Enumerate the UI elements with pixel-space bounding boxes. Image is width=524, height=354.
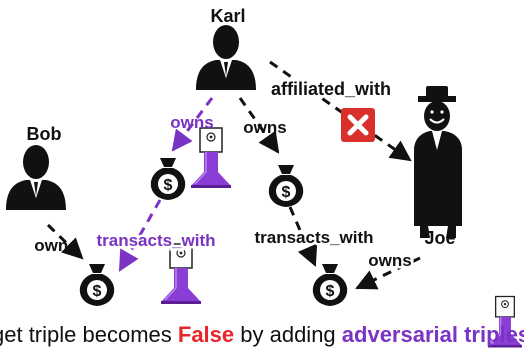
money-bag-icon: [150, 158, 186, 200]
red-x-icon: [341, 108, 375, 142]
caption-text-2: by adding: [234, 322, 342, 347]
karl-label: Karl: [210, 6, 245, 26]
edge-label-karl-owns-left: owns: [170, 113, 213, 132]
bob-label: Bob: [27, 124, 62, 144]
poison-flask-icon: [160, 243, 202, 305]
caption-false-word: False: [177, 322, 235, 347]
edge-joe-owns-bag4: [355, 256, 421, 290]
edge-label-transacts-left: transacts_with: [96, 231, 215, 250]
caption-adversarial: adversarial triples: [341, 322, 524, 347]
bob-person-icon: [6, 145, 66, 210]
caption: get triple becomes False by adding adver…: [0, 322, 524, 352]
edge-bob-owns-bag3: [46, 223, 84, 260]
edge-karl-affiliated-joe: [269, 60, 412, 162]
poison-flask-icon: [190, 127, 232, 189]
edge-label-joe-owns: owns: [368, 251, 411, 270]
karl-person-icon: [196, 25, 256, 90]
spy-silhouette-icon: [414, 86, 462, 238]
money-bag-icon: [79, 264, 115, 306]
caption-text-1: get triple becomes: [0, 322, 178, 347]
edge-label-karl-owns-right: owns: [243, 118, 286, 137]
joe-label: Joe: [424, 228, 455, 248]
money-bag-icon: [268, 165, 304, 207]
edge-bag2-transacts-bag4: [288, 206, 318, 267]
edge-label-bob-owns: owns: [34, 236, 77, 255]
edge-karl-owns-bag1: [171, 97, 214, 152]
edge-karl-owns-bag2: [238, 97, 280, 154]
money-bag-icon: [312, 264, 348, 306]
edge-label-transacts-right: transacts_with: [254, 228, 373, 247]
edge-bag1-transacts-bag3: [118, 199, 162, 272]
edge-label-affiliated-with: affiliated_with: [271, 79, 391, 99]
